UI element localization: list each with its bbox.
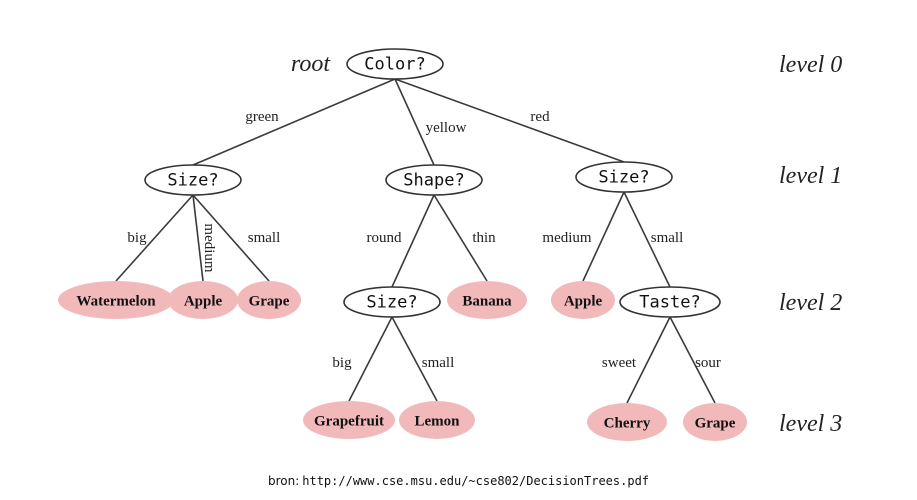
leaf-node-cherry: Cherry — [587, 403, 667, 441]
edge-n1-n4 — [115, 194, 194, 282]
edge-n0-n2 — [394, 78, 435, 166]
leaf-ellipse — [168, 281, 238, 319]
leaf-ellipse — [683, 403, 747, 441]
question-ellipse — [144, 164, 242, 196]
question-ellipse — [385, 164, 483, 196]
edge-n7-n12 — [391, 316, 438, 402]
question-label: Size? — [598, 168, 649, 188]
leaf-ellipse — [447, 281, 527, 319]
leaf-node-grape: Grape — [683, 403, 747, 441]
leaf-ellipse — [58, 281, 174, 319]
leaf-node-apple: Apple — [168, 281, 238, 319]
edge-label-yellow: yellow — [426, 120, 467, 136]
edge-label-small: small — [248, 230, 281, 246]
leaf-label: Grapefruit — [314, 414, 384, 430]
question-node-size: Size? — [343, 286, 441, 318]
edge-label-sweet: sweet — [602, 355, 637, 371]
question-label: Shape? — [403, 171, 464, 191]
edge-n1-n5 — [192, 194, 204, 282]
edge-label-medium: medium — [201, 223, 217, 272]
leaf-label: Banana — [462, 294, 512, 310]
decision-tree-diagram: green yellow red big medium small round thin med… — [58, 48, 842, 441]
level-label-1: level 1 — [779, 163, 842, 189]
leaf-node-watermelon: Watermelon — [58, 281, 174, 319]
edge-label-medium: medium — [542, 230, 591, 246]
source-caption: bron: http://www.cse.msu.edu/~cse802/Dec… — [0, 474, 917, 489]
leaf-label: Grape — [695, 416, 736, 432]
edge-labels-layer: green yellow red big medium small round thin med… — [127, 109, 721, 371]
leaf-node-grape: Grape — [237, 281, 301, 319]
edge-n0-n3 — [394, 78, 625, 163]
edge-label-small: small — [651, 230, 684, 246]
question-label: Taste? — [639, 293, 700, 313]
edge-label-red: red — [530, 109, 550, 125]
edge-label-thin: thin — [472, 230, 496, 246]
edge-label-green: green — [245, 109, 279, 125]
edge-n3-n10 — [623, 191, 671, 288]
question-ellipse — [343, 286, 441, 318]
edge-n10-n13 — [626, 316, 671, 404]
source-prefix: bron: — [267, 474, 300, 488]
level-label-2: level 2 — [779, 290, 842, 316]
leaf-ellipse — [399, 401, 475, 439]
leaf-ellipse — [587, 403, 667, 441]
edge-n2-n8 — [433, 194, 488, 282]
leaf-node-apple: Apple — [551, 281, 615, 319]
leaf-node-banana: Banana — [447, 281, 527, 319]
question-node-shape: Shape? — [385, 164, 483, 196]
leaf-label: Cherry — [604, 416, 651, 432]
question-label: Color? — [364, 55, 425, 75]
edge-label-small: small — [422, 355, 455, 371]
leaf-label: Grape — [249, 294, 290, 310]
leaf-label: Lemon — [415, 414, 461, 430]
question-ellipse — [575, 161, 673, 193]
edge-label-big: big — [332, 355, 352, 371]
edges-layer — [115, 78, 716, 404]
question-ellipse — [619, 286, 721, 318]
root-label: root — [291, 51, 331, 77]
level-label-3: level 3 — [779, 411, 842, 437]
leaf-ellipse — [237, 281, 301, 319]
question-node-size: Size? — [575, 161, 673, 193]
edge-n1-n6 — [192, 194, 270, 282]
leaf-ellipse — [303, 401, 395, 439]
leaf-node-lemon: Lemon — [399, 401, 475, 439]
edge-n2-n7 — [391, 194, 435, 288]
source-url: http://www.cse.msu.edu/~cse802/DecisionT… — [302, 474, 650, 488]
level-label-0: level 0 — [779, 52, 842, 78]
question-label: Size? — [366, 293, 417, 313]
edge-n10-n14 — [669, 316, 716, 404]
question-ellipse — [346, 48, 444, 80]
edge-label-sour: sour — [695, 355, 721, 371]
question-label: Size? — [167, 171, 218, 191]
leaf-label: Apple — [184, 294, 223, 310]
edge-n0-n1 — [192, 78, 396, 166]
question-node-color: Color? — [346, 48, 444, 80]
edge-label-big: big — [127, 230, 147, 246]
question-node-taste: Taste? — [619, 286, 721, 318]
edge-n3-n9 — [582, 191, 625, 282]
edge-label-round: round — [367, 230, 402, 246]
leaf-node-grapefruit: Grapefruit — [303, 401, 395, 439]
edge-n7-n11 — [348, 316, 393, 402]
leaf-ellipse — [551, 281, 615, 319]
leaf-label: Watermelon — [76, 294, 156, 310]
question-node-size: Size? — [144, 164, 242, 196]
leaf-label: Apple — [564, 294, 603, 310]
